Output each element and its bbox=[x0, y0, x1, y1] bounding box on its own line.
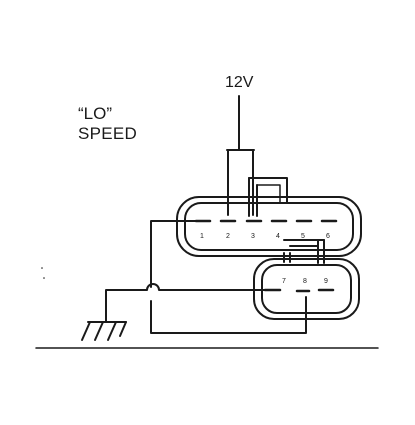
bridge-connector bbox=[283, 239, 325, 264]
ground-wire bbox=[105, 283, 267, 323]
pin-3-number: 3 bbox=[251, 233, 255, 240]
speed-label: SPEED bbox=[78, 124, 138, 143]
pin-1-number: 1 bbox=[200, 233, 204, 240]
pin-5-number: 5 bbox=[301, 233, 305, 240]
supply-bracket bbox=[226, 149, 255, 216]
lo-label: “LO” bbox=[78, 104, 112, 123]
pin-4-number: 4 bbox=[276, 233, 280, 240]
ground-icon bbox=[81, 321, 127, 341]
pin-7-number: 7 bbox=[282, 278, 286, 285]
pin-9-number: 9 bbox=[324, 278, 328, 285]
pin-2-number: 2 bbox=[226, 233, 230, 240]
pin-8-number: 8 bbox=[303, 278, 307, 285]
voltage-label: 12V bbox=[225, 74, 254, 91]
jumper-loop bbox=[248, 177, 288, 204]
pin-6-number: 6 bbox=[326, 233, 330, 240]
connector-a-inner bbox=[184, 202, 354, 251]
pin-1-wire bbox=[150, 220, 200, 288]
connector-a-outer bbox=[176, 196, 362, 257]
